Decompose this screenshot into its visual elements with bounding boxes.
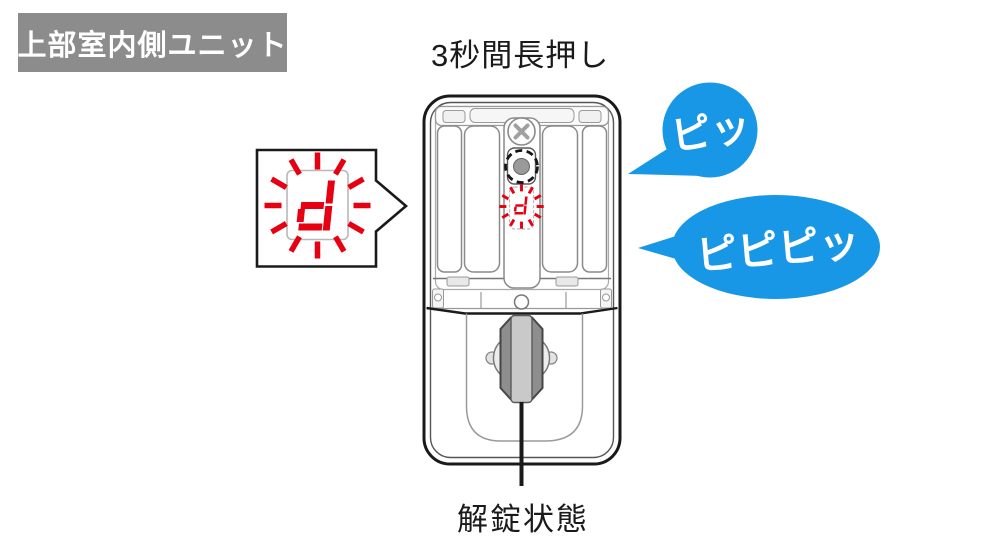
battery-clip-left — [446, 276, 470, 287]
spindle-hole — [513, 294, 530, 310]
battery-clip-right — [555, 276, 579, 287]
lower-cover-top-edge — [426, 306, 618, 315]
battery-2 — [463, 125, 501, 273]
unlock-state-label: 解錠状態 — [457, 502, 589, 537]
unit-location-label: 上部室内側ユニット — [18, 13, 287, 72]
top-rail-tab-right — [578, 110, 602, 123]
lower-cover-outline — [465, 313, 584, 442]
side-latch-left-pin — [434, 293, 442, 302]
beep-beep-bubble: ピピピッ — [638, 195, 880, 299]
battery-1 — [436, 125, 463, 273]
beep-bubble: ピッ — [628, 82, 758, 178]
side-latch-right-pin — [602, 293, 610, 302]
beep-beep-bubble-body — [672, 195, 880, 299]
battery-3 — [541, 125, 579, 273]
beep-bubble-body — [662, 82, 758, 178]
thumbturn-face — [510, 314, 533, 404]
setting-button — [513, 158, 530, 175]
press-instruction-label: 3秒間長押し — [431, 38, 610, 73]
press-indicator-dashed-ring — [504, 149, 539, 184]
display-callout — [255, 148, 409, 268]
screw-cross-icon — [513, 123, 530, 140]
indoor-unit — [422, 94, 622, 486]
top-rail-tab-left — [442, 110, 466, 123]
battery-4 — [581, 125, 608, 273]
